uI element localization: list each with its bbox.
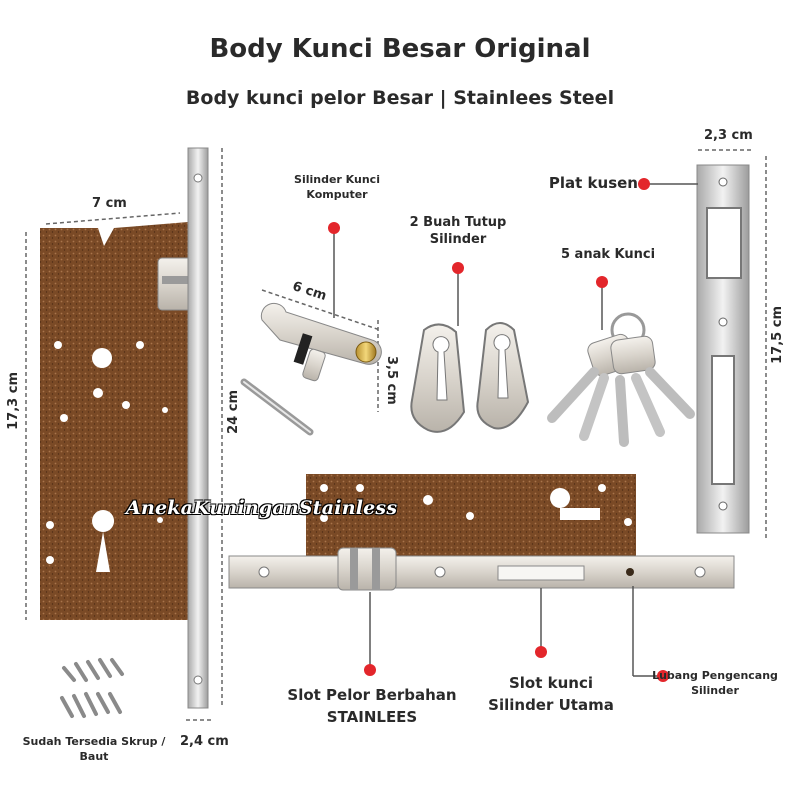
label-cylinder: Silinder Kunci Komputer [294,173,380,201]
dim-body-width: 7 cm [92,196,127,211]
dim-faceplate-width: 2,4 cm [180,734,229,749]
strike-plate [696,164,750,534]
vertical-faceplate [187,147,209,709]
dim-strike-width: 2,3 cm [704,128,753,143]
horizontal-lock-body [228,474,735,591]
dim-strike-height: 17,5 cm [770,306,785,364]
callout-lines [333,183,698,677]
page-title: Body Kunci Besar Original [209,34,591,64]
dim-body-height: 17,3 cm [6,372,21,430]
label-fixing-hole: Lubang Pengencang Silinder [652,669,778,697]
label-latch-slot: Slot Pelor Berbahan STAINLEES [287,686,457,726]
cylinder-lock [260,302,382,382]
label-covers: 2 Buah Tutup Silinder [409,215,507,247]
dimension-lines [25,148,767,721]
dim-faceplate-height: 24 cm [226,390,241,434]
dim-cylinder-height: 3,5 cm [384,356,399,405]
label-strike-plate: Plat kusen [548,174,638,192]
watermark-text: AnekaKuninganStainless [126,497,398,519]
page-subtitle: Body kunci pelor Besar | Stainlees Steel [185,87,615,109]
callout-dots [328,178,669,682]
label-key-slot: Slot kunci Silinder Utama [488,674,614,714]
label-keys: 5 anak Kunci [560,247,656,262]
cylinder-covers [410,322,530,433]
label-screws: Sudah Tersedia Skrup / Baut [22,735,166,763]
cylinder-screw [240,378,314,436]
key-set [547,312,695,447]
vertical-lock-body [40,222,195,620]
screws [60,658,124,718]
